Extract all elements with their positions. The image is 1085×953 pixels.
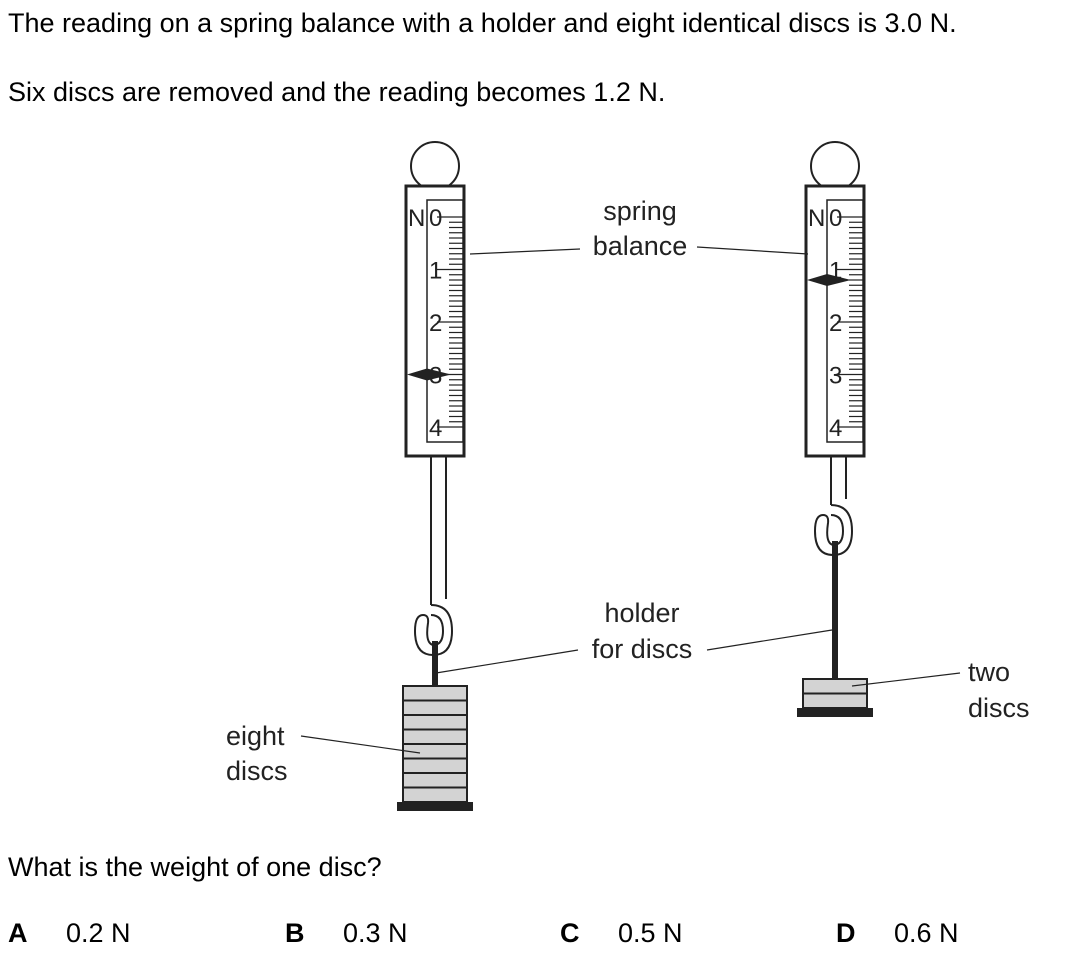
question-prompt: What is the weight of one disc? (8, 852, 382, 882)
option-value: 0.6 N (894, 918, 959, 948)
balance-ring (810, 141, 860, 191)
option-value: 0.2 N (66, 918, 131, 948)
label-holder: holder (604, 598, 679, 628)
scale-number: 2 (429, 310, 442, 337)
balance-body (804, 184, 866, 458)
scale-number: 4 (429, 415, 442, 442)
scale-number: 2 (829, 310, 842, 337)
scale-number: 1 (429, 258, 442, 285)
hook-icon (413, 604, 454, 657)
scale-unit-label: N (408, 205, 425, 232)
option-value: 0.3 N (343, 918, 408, 948)
option-value: 0.5 N (618, 918, 683, 948)
leader-balance-right (696, 246, 809, 255)
option-b[interactable]: B 0.3 N (285, 920, 408, 947)
scale-number: 0 (829, 205, 842, 232)
label-spring: spring (603, 196, 677, 226)
pointer-icon (407, 368, 451, 381)
option-c[interactable]: C 0.5 N (560, 920, 683, 947)
disc (802, 692, 868, 709)
option-letter: A (8, 918, 28, 948)
disc (402, 685, 468, 702)
label-two: two (968, 657, 1010, 687)
holder-base (397, 802, 473, 811)
question-line-1: The reading on a spring balance with a h… (8, 8, 957, 38)
leader-balance-left (469, 248, 581, 255)
option-a[interactable]: A 0.2 N (8, 920, 131, 947)
disc (802, 678, 868, 695)
disc (402, 728, 468, 745)
disc (402, 772, 468, 789)
balance-ring (410, 141, 460, 191)
leader-two-discs (851, 672, 961, 687)
label-balance: balance (593, 231, 688, 261)
option-letter: B (285, 918, 305, 948)
option-letter: C (560, 918, 580, 948)
holder-base (797, 708, 873, 717)
disc (402, 699, 468, 716)
disc (402, 757, 468, 774)
leader-holder-right (706, 629, 833, 651)
option-letter: D (836, 918, 856, 948)
leader-eight-discs (300, 735, 421, 754)
label-discs-left: discs (226, 756, 288, 786)
label-for-discs: for discs (592, 634, 693, 664)
label-eight: eight (226, 721, 285, 751)
scale-number: 0 (429, 205, 442, 232)
option-d[interactable]: D 0.6 N (836, 920, 959, 947)
scale-unit-label: N (808, 205, 825, 232)
scale-panel (426, 199, 464, 443)
pointer-icon (807, 274, 851, 286)
disc (402, 714, 468, 731)
question-line-2: Six discs are removed and the reading be… (8, 77, 666, 107)
hook-icon (813, 504, 854, 557)
scale-number: 3 (829, 363, 842, 390)
disc (402, 743, 468, 760)
disc (402, 786, 468, 803)
scale-number: 4 (829, 415, 842, 442)
leader-holder-left (435, 649, 579, 674)
scale-panel (826, 199, 864, 443)
label-discs-right: discs (968, 693, 1030, 723)
